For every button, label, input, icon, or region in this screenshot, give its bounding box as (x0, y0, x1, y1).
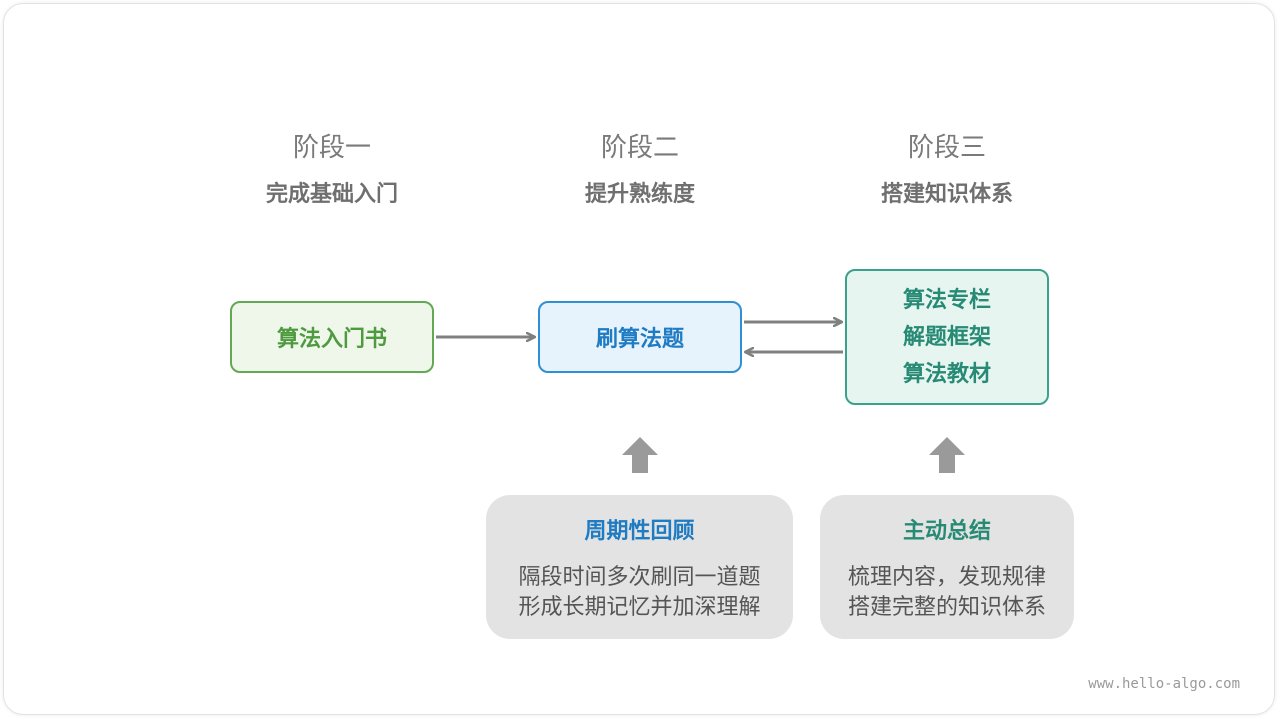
card-periodic-review-body: 隔段时间多次刷同一道题 形成长期记忆并加深理解 (486, 563, 793, 623)
up-arrow-summary-icon (929, 437, 965, 473)
card-periodic-review-title: 周期性回顾 (584, 519, 695, 544)
node-system-item-columns: 算法专栏 (902, 287, 991, 313)
diagram-frame (3, 3, 1275, 715)
stage-2-subtitle: 提升熟练度 (584, 182, 695, 207)
node-algorithm-book-label: 算法入门书 (276, 327, 387, 352)
card-periodic-review: 周期性回顾 隔段时间多次刷同一道题 形成长期记忆并加深理解 (486, 495, 793, 639)
card-active-summary-body: 梳理内容，发现规律 搭建完整的知识体系 (820, 563, 1074, 623)
card-active-summary-line-2: 搭建完整的知识体系 (847, 595, 1046, 620)
card-active-summary-title: 主动总结 (902, 519, 991, 544)
node-practice-problems: 刷算法题 (538, 301, 742, 373)
watermark: www.hello-algo.com (1088, 676, 1240, 692)
node-algorithm-book: 算法入门书 (230, 301, 434, 373)
card-active-summary-line-1: 梳理内容，发现规律 (847, 565, 1046, 590)
node-system-item-frameworks: 解题框架 (902, 324, 991, 350)
stage-2-title: 阶段二 (600, 133, 679, 163)
node-system-item-textbooks: 算法教材 (902, 361, 991, 387)
node-practice-problems-label: 刷算法题 (595, 327, 684, 352)
up-arrow-review-icon (622, 437, 658, 473)
node-knowledge-system: 算法专栏 解题框架 算法教材 (845, 269, 1049, 405)
card-periodic-review-line-1: 隔段时间多次刷同一道题 (518, 565, 761, 590)
stage-3-subtitle: 搭建知识体系 (880, 182, 1013, 207)
card-periodic-review-line-2: 形成长期记忆并加深理解 (518, 595, 761, 620)
card-active-summary: 主动总结 梳理内容，发现规律 搭建完整的知识体系 (820, 495, 1074, 639)
stage-1-subtitle: 完成基础入门 (265, 182, 398, 207)
stage-3-title: 阶段三 (907, 133, 986, 163)
stage-1-title: 阶段一 (292, 133, 371, 163)
